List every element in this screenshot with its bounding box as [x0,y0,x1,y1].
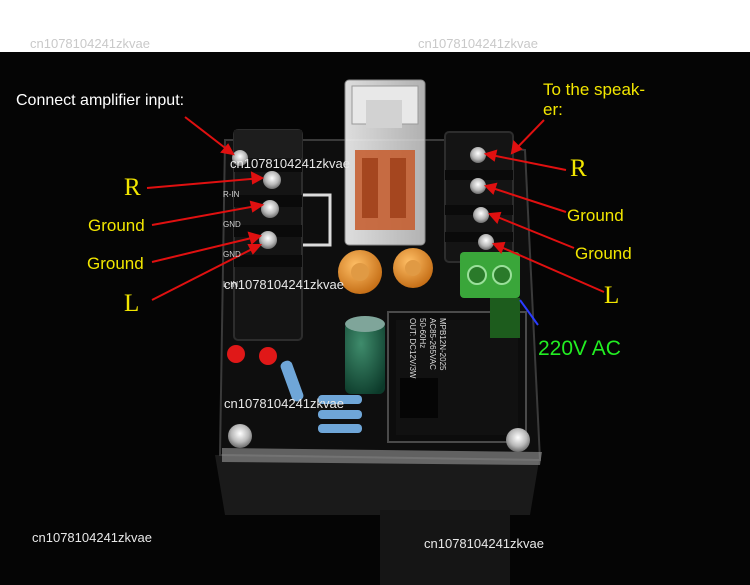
screw-terminal [263,171,281,189]
label-ground-left-1: Ground [88,216,145,235]
silkscreen-terminal-column: R-IN GND GND L-IN [223,180,241,300]
resistor [318,410,362,419]
screw-terminal [259,231,277,249]
led-red [259,347,277,365]
label-speaker: To the speak- er: [543,80,645,120]
transparent-relay [344,79,426,246]
watermark: cn1078104241zkvae [224,396,344,411]
watermark: cn1078104241zkvae [230,156,350,171]
base-plate [215,455,540,515]
label-amplifier-input: Connect amplifier input: [16,92,185,109]
screw-terminal [473,207,489,223]
silkscreen-terminal-2: GND [223,220,241,229]
ac-terminal-block [460,252,520,338]
label-speaker-line2: er: [543,100,563,119]
silkscreen-terminal-4: L-IN [223,280,239,289]
watermark: cn1078104241zkvae [224,277,344,292]
annotation-arrows [146,116,605,301]
silkscreen-relay-line4: OUT: DC12V/3W [408,318,417,379]
silkscreen-terminal-3: GND [223,250,241,259]
stand-post [380,510,510,585]
label-r-left: R [124,174,141,201]
capacitor-green [345,322,385,394]
pcb-edge [222,448,542,465]
silkscreen-terminal-1: R-IN [223,190,240,199]
label-ground-right-2: Ground [575,244,632,263]
ac-arrow [519,299,539,326]
screw-terminal [478,234,494,250]
screw-terminal [470,147,486,163]
resistor [318,424,362,433]
label-r-right: R [570,155,587,182]
label-ground-left-2: Ground [87,254,144,273]
label-ac-power: 220V AC [538,337,621,360]
resistor [280,360,304,402]
silkscreen-relay-part: MPB12N-2025 [438,318,447,371]
watermark: cn1078104241zkvae [32,530,152,545]
silkscreen-line [300,193,332,247]
screw-corner [228,424,252,448]
label-ground-right-1: Ground [567,206,624,225]
screw-terminal [261,200,279,218]
watermark: cn1078104241zkvae [30,36,150,51]
watermark: cn1078104241zkvae [424,536,544,551]
power-module [387,311,527,443]
led-red [227,345,245,363]
watermark: cn1078104241zkvae [418,36,538,51]
label-l-left: L [124,290,140,317]
label-l-right: L [604,282,620,309]
silkscreen-relay-line3: 50-60Hz [418,318,427,349]
top-white-strip [0,0,750,52]
silkscreen-block: MPB12N-2025 AC85-265VAC 50-60Hz OUT: DC1… [407,318,447,398]
screw-corner [506,428,530,452]
screw-terminal [232,150,248,166]
resistor [318,395,362,404]
label-speaker-line1: To the speak- [543,80,646,99]
silkscreen-relay-line2: AC85-265VAC [428,318,437,370]
screw-terminal [470,178,486,194]
